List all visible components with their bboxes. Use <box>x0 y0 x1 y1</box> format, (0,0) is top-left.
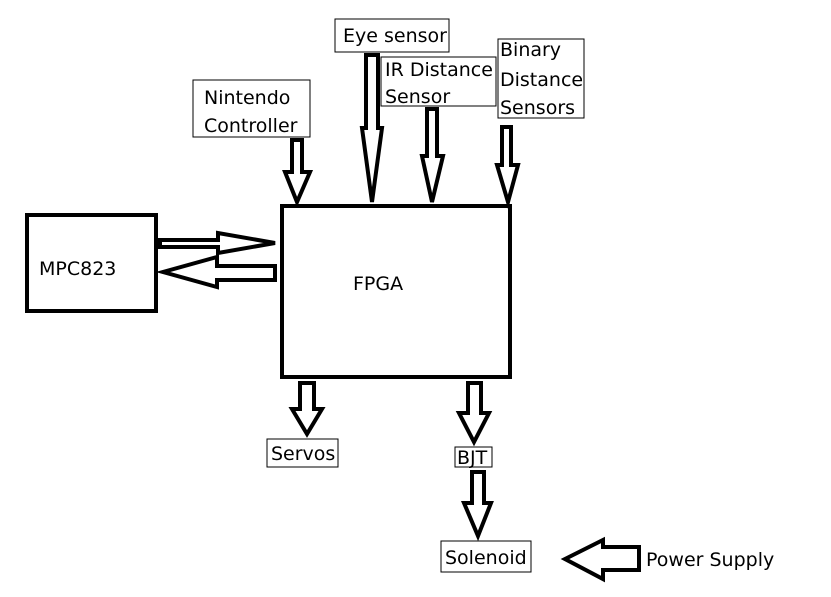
eye-sensor-label: Eye sensor <box>343 25 447 47</box>
nintendo-label-line2: Controller <box>204 115 298 137</box>
nintendo-label-line1: Nintendo <box>204 87 290 109</box>
mpc823-label: MPC823 <box>39 258 116 280</box>
bjt-label: BJT <box>457 447 488 469</box>
eye-sensor-box <box>334 18 450 53</box>
arrow-ir-to-fpga <box>419 107 446 203</box>
arrow-binary-to-fpga <box>494 125 521 210</box>
arrow-fpga-to-servos <box>288 381 326 438</box>
binary-label-line3: Sensors <box>500 97 575 119</box>
arrow-bjt-to-solenoid <box>460 470 494 542</box>
servos-label: Servos <box>271 443 335 465</box>
bjt-box <box>454 446 493 468</box>
solenoid-box <box>440 540 532 573</box>
mpc823-block <box>25 213 158 313</box>
solenoid-label: Solenoid <box>445 547 527 569</box>
binary-distance-sensors-box <box>497 38 585 119</box>
ir-label-line1: IR Distance <box>385 59 493 81</box>
fpga-label: FPGA <box>353 273 403 295</box>
servos-box <box>266 438 339 468</box>
arrow-fpga-to-bjt <box>455 381 493 447</box>
binary-label-line1: Binary <box>500 39 561 61</box>
ir-label-line2: Sensor <box>385 86 450 108</box>
arrow-nintendo-to-fpga <box>282 138 314 208</box>
nintendo-controller-box <box>192 79 311 138</box>
arrow-power-to-solenoid <box>560 536 641 583</box>
binary-label-line2: Distance <box>500 69 583 91</box>
ir-distance-sensor-box <box>380 56 497 107</box>
fpga-block <box>280 204 512 379</box>
arrow-mpc-to-fpga <box>158 230 276 256</box>
power-supply-label: Power Supply <box>646 549 774 571</box>
arrow-eye-to-fpga <box>359 53 385 203</box>
arrow-fpga-to-mpc <box>155 254 277 290</box>
